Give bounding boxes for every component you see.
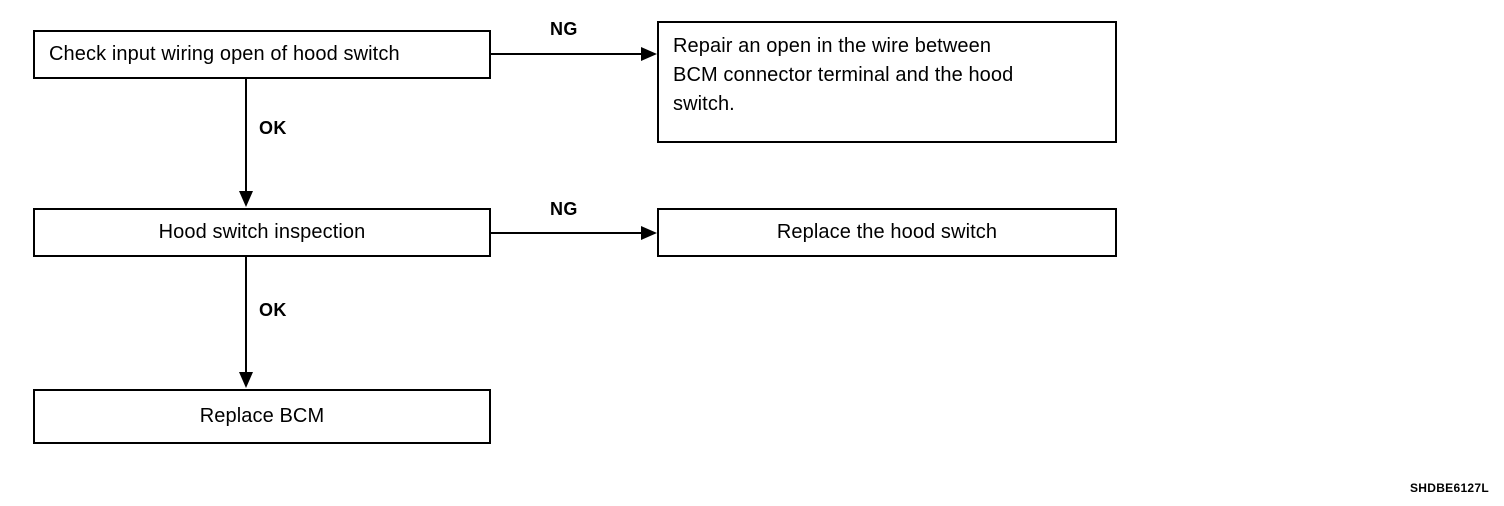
edge-label-ok1: OK [259,118,287,138]
flow-node-repair-open-label: Repair an open in the wire between BCM c… [659,23,1027,119]
flow-node-replace-bcm[interactable]: Replace BCM [33,389,491,444]
arrow-right-icon-ng2 [641,226,657,240]
flow-node-hood-switch-inspection[interactable]: Hood switch inspection [33,208,491,257]
flow-node-repair-open-line-1: Repair an open in the wire between [673,35,992,57]
edge-label-ng2: NG [550,199,578,219]
flow-node-check-wiring[interactable]: Check input wiring open of hood switch [33,30,491,79]
arrow-right-icon-ng1 [641,47,657,61]
arrow-down-icon-ok2 [239,372,253,388]
edge-label-ok2: OK [259,300,287,320]
flow-node-hood-switch-inspection-label: Hood switch inspection [158,221,366,243]
figure-code: SHDBE6127L [1409,481,1489,495]
flow-node-repair-open-line-3: switch. [673,93,735,115]
edge-ng1-line [491,53,643,55]
flow-node-replace-bcm-label: Replace BCM [199,405,325,427]
edge-ng2-line [491,232,643,234]
flow-node-replace-hood-switch[interactable]: Replace the hood switch [657,208,1117,257]
flow-node-repair-open-line-2: BCM connector terminal and the hood [673,64,1014,86]
flow-node-check-wiring-label: Check input wiring open of hood switch [49,43,400,65]
edge-label-ng1: NG [550,19,578,39]
flow-node-replace-hood-switch-label: Replace the hood switch [776,221,998,243]
flow-node-repair-open[interactable]: Repair an open in the wire between BCM c… [657,21,1117,143]
arrow-down-icon-ok1 [239,191,253,207]
edge-ok1-line [245,79,247,193]
edge-ok2-line [245,257,247,374]
